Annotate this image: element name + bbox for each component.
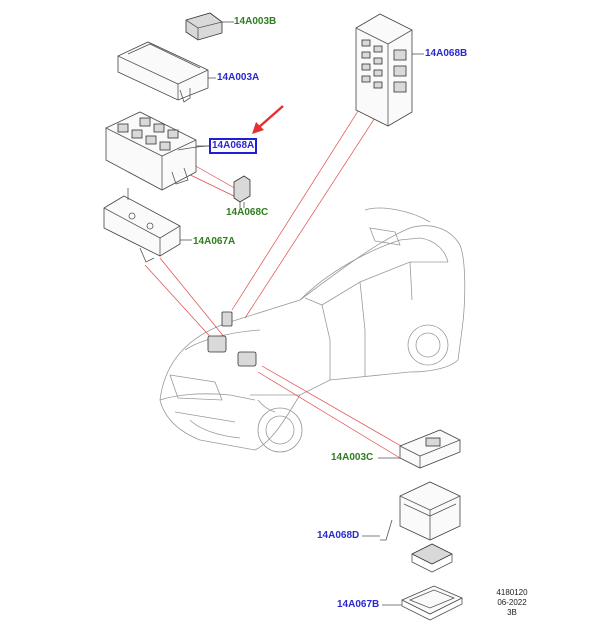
drawing-number: 4180120 <box>496 588 528 597</box>
red-arrow-icon <box>252 105 284 134</box>
label-14a003a: 14A003A <box>217 72 260 83</box>
label-14a067a: 14A067A <box>193 236 236 247</box>
installed-parts <box>207 311 257 367</box>
label-14a003c: 14A003C <box>331 452 374 463</box>
drawing-sheet: 3B <box>507 608 517 617</box>
drawing-code-block: 4180120 06-2022 3B <box>490 588 534 618</box>
drawing-date: 06-2022 <box>497 598 527 607</box>
label-14a003b: 14A003B <box>234 16 277 27</box>
label-14a068a: 14A068A <box>208 138 258 154</box>
part-14a067a-drawing <box>103 188 192 263</box>
part-14a068b-drawing <box>355 13 424 127</box>
part-14a068a-drawing <box>105 111 211 191</box>
part-14a068c-drawing <box>233 175 251 208</box>
vehicle-outline <box>159 207 466 453</box>
leader-lines-red <box>144 99 409 459</box>
part-14a068d-drawing <box>362 481 461 573</box>
part-14a003a-drawing <box>117 41 216 103</box>
label-14a068d: 14A068D <box>317 530 360 541</box>
part-14a067b-drawing <box>382 585 463 621</box>
label-14a067b: 14A067B <box>337 599 380 610</box>
part-14a003c-drawing <box>378 429 461 469</box>
label-14a068c: 14A068C <box>226 207 269 218</box>
leader-lines <box>196 145 245 208</box>
label-14a068b: 14A068B <box>425 48 468 59</box>
part-14a003b-drawing <box>185 12 234 41</box>
